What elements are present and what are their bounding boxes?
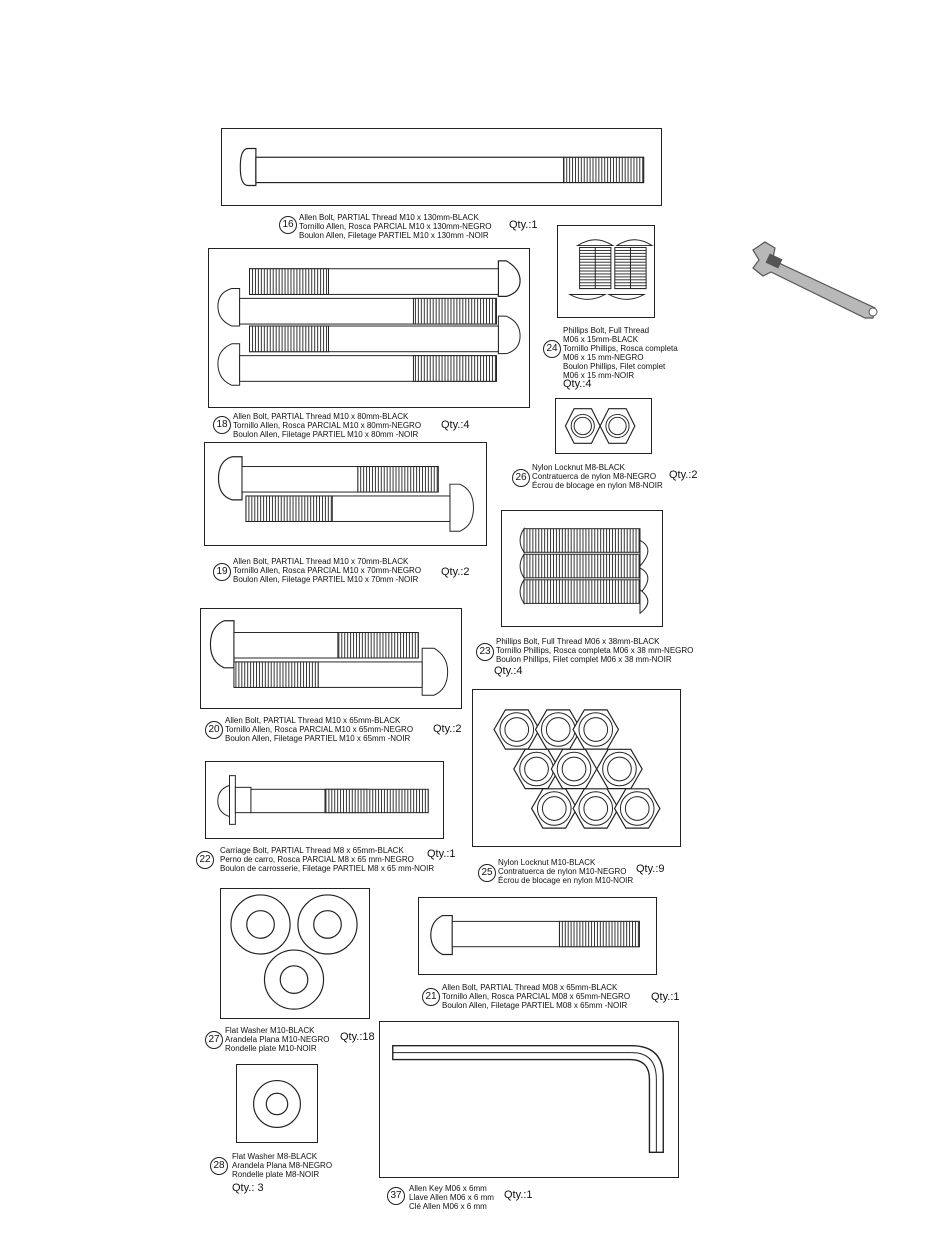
description-line: Flat Washer M10-BLACK [225, 1026, 315, 1035]
description-line: Arandela Plana M10-NEGRO [225, 1035, 330, 1044]
description-line: Tornillo Allen, Rosca PARCIAL M08 x 65mm… [442, 992, 631, 1001]
part-20-illustration [200, 608, 462, 709]
description-line: Flat Washer M8-BLACK [232, 1152, 318, 1161]
description-line: Contratuerca de nylon M8-NEGRO [532, 472, 657, 481]
description-line: Allen Bolt, PARTIAL Thread M10 x 65mm-BL… [225, 716, 401, 725]
description-line: Llave Allen M06 x 6 mm [409, 1193, 494, 1202]
part-number: 23 [476, 643, 494, 661]
description-line: Tornillo Allen, Rosca PARCIAL M10 x 130m… [299, 222, 492, 231]
part-number: 37 [387, 1187, 405, 1205]
description-line: Tornillo Allen, Rosca PARCIAL M10 x 70mm… [233, 566, 422, 575]
part-23-illustration [501, 510, 663, 627]
part-25-illustration [472, 689, 681, 847]
part-18-illustration [208, 248, 530, 408]
description-line: Phillips Bolt, Full Thread [563, 326, 650, 335]
part-22-illustration [205, 761, 444, 839]
part-number: 22 [196, 851, 214, 869]
description-line: Boulon Allen, Filetage PARTIEL M08 x 65m… [442, 1001, 628, 1010]
part-number: 18 [213, 416, 231, 434]
description-line: Tornillo Allen, Rosca PARCIAL M10 x 65mm… [225, 725, 414, 734]
description-line: M06 x 15 mm-NEGRO [563, 353, 644, 362]
part-16-illustration [221, 128, 662, 206]
part-19-illustration [204, 442, 487, 546]
description-line: Allen Bolt, PARTIAL Thread M10 x 130mm-B… [299, 213, 479, 222]
description-line: Perno de carro, Rosca PARCIAL M8 x 65 mm… [220, 855, 414, 864]
part-number: 21 [422, 988, 440, 1006]
part-25-qty: Qty.:9 [636, 863, 665, 875]
part-number: 25 [478, 864, 496, 882]
description-line: Carriage Bolt, PARTIAL Thread M8 x 65mm-… [220, 846, 404, 855]
description-line: M06 x 15mm-BLACK [563, 335, 639, 344]
description-line: Allen Bolt, PARTIAL Thread M10 x 80mm-BL… [233, 412, 409, 421]
description-line: Boulon Allen, Filetage PARTIEL M10 x 130… [299, 231, 489, 240]
description-line: Rondelle plate M8-NOIR [232, 1170, 320, 1179]
description-line: Boulon Allen, Filetage PARTIEL M10 x 80m… [233, 430, 419, 439]
part-26-illustration [555, 398, 652, 454]
wrench-icon [752, 241, 878, 319]
part-20-qty: Qty.:2 [433, 723, 462, 735]
part-24-illustration [557, 225, 655, 318]
description-line: Phillips Bolt, Full Thread M06 x 38mm-BL… [496, 637, 660, 646]
part-21-qty: Qty.:1 [651, 991, 680, 1003]
part-27-illustration [220, 888, 370, 1019]
part-number: 20 [205, 721, 223, 739]
description-line: Boulon Allen, Filetage PARTIEL M10 x 70m… [233, 575, 419, 584]
part-number: 16 [279, 216, 297, 234]
part-37-qty: Qty.:1 [504, 1189, 533, 1201]
description-line: Boulon de carrosserie, Filetage PARTIEL … [220, 864, 435, 873]
part-21-illustration [418, 897, 657, 975]
description-line: Allen Key M06 x 6mm [409, 1184, 487, 1193]
description-line: Écrou de blocage en nylon M10-NOIR [498, 876, 634, 885]
description-line: Rondelle plate M10-NOIR [225, 1044, 317, 1053]
description-line: Clé Allen M06 x 6 mm [409, 1202, 487, 1211]
part-28-illustration [236, 1064, 318, 1143]
part-18-qty: Qty.:4 [441, 419, 470, 431]
description-line: Tornillo Phillips, Rosca completa M06 x … [496, 646, 694, 655]
part-23-qty: Qty.:4 [494, 665, 523, 677]
part-16-qty: Qty.:1 [509, 219, 538, 231]
part-24-qty: Qty.:4 [563, 378, 592, 390]
part-37-illustration [379, 1021, 679, 1178]
description-line: Boulon Allen, Filetage PARTIEL M10 x 65m… [225, 734, 411, 743]
part-28-qty: Qty.: 3 [232, 1182, 264, 1194]
description-line: Nylon Locknut M10-BLACK [498, 858, 596, 867]
description-line: Contratuerca de nylon M10-NEGRO [498, 867, 627, 876]
description-line: Écrou de blocage en nylon M8-NOIR [532, 481, 663, 490]
part-19-qty: Qty.:2 [441, 566, 470, 578]
description-line: Tornillo Allen, Rosca PARCIAL M10 x 80mm… [233, 421, 422, 430]
part-27-qty: Qty.:18 [340, 1031, 375, 1043]
description-line: Allen Bolt, PARTIAL Thread M08 x 65mm-BL… [442, 983, 618, 992]
description-line: Boulon Phillips, Filet complet M06 x 38 … [496, 655, 672, 664]
description-line: Tornillo Phillips, Rosca completa [563, 344, 678, 353]
description-line: Arandela Plana M8-NEGRO [232, 1161, 333, 1170]
description-line: Allen Bolt, PARTIAL Thread M10 x 70mm-BL… [233, 557, 409, 566]
part-number: 28 [210, 1157, 228, 1175]
description-line: Boulon Phillips, Filet complet [563, 362, 666, 371]
description-line: Nylon Locknut M8-BLACK [532, 463, 625, 472]
part-number: 26 [512, 469, 530, 487]
part-number: 24 [543, 340, 561, 358]
description-line: M06 x 15 mm-NOIR [563, 371, 635, 380]
part-26-qty: Qty.:2 [669, 469, 698, 481]
part-22-qty: Qty.:1 [427, 848, 456, 860]
part-number: 27 [205, 1031, 223, 1049]
part-number: 19 [213, 563, 231, 581]
